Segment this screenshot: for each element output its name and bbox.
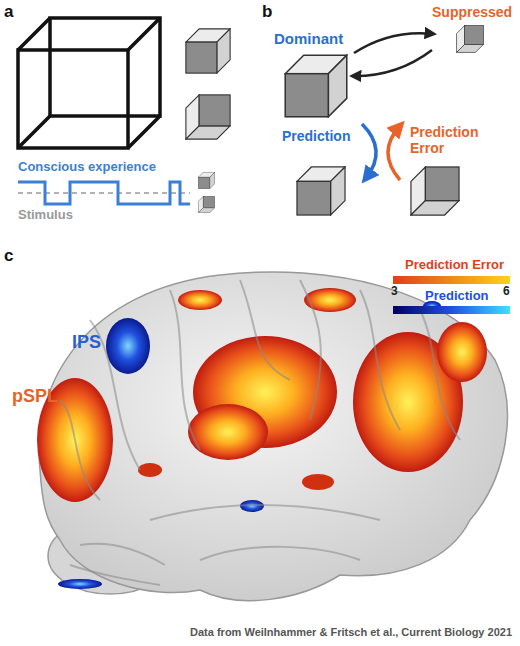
legend-label: Prediction	[425, 289, 489, 304]
cube-node: Suppressed	[432, 4, 510, 58]
brain-render	[37, 272, 507, 601]
dominant-cube	[285, 55, 347, 117]
arrow-label: Prediction Error	[410, 124, 494, 156]
colorbar-swatch	[393, 306, 510, 314]
cube-interpretation	[186, 95, 230, 139]
experience-trace	[18, 182, 190, 204]
suppressed-cube	[457, 26, 484, 53]
panel-letter: c	[4, 246, 13, 266]
cube-icon	[198, 172, 214, 188]
cube-icon	[198, 196, 214, 212]
scale-value: 6	[503, 285, 510, 299]
cube-interpretation	[186, 29, 230, 73]
node-label: Suppressed	[432, 4, 510, 20]
arrow-label: Prediction	[282, 128, 350, 144]
trace-label: Conscious experience	[18, 160, 156, 175]
error-arrow	[388, 126, 400, 180]
cube-node: Dominant	[274, 30, 354, 122]
rivalry-arrow	[354, 33, 432, 53]
scale-value: 3	[391, 285, 398, 299]
credit-note: Data from Weilnhammer & Fritsch et al., …	[150, 626, 512, 639]
panel-letter: a	[4, 2, 13, 22]
region-label: IPS	[72, 332, 101, 353]
region-label: pSPL	[12, 386, 58, 407]
colorbar-swatch	[393, 276, 510, 284]
legend-label: Prediction Error	[405, 258, 504, 273]
panel-letter: b	[262, 2, 272, 22]
rivalry-arrow	[354, 50, 432, 76]
node-label: Dominant	[274, 30, 354, 47]
necker-cube	[18, 18, 160, 148]
trace-label: Stimulus	[18, 208, 73, 223]
cube-percept	[297, 167, 345, 215]
prediction-arrow	[362, 124, 376, 178]
cube-percept	[411, 167, 459, 215]
